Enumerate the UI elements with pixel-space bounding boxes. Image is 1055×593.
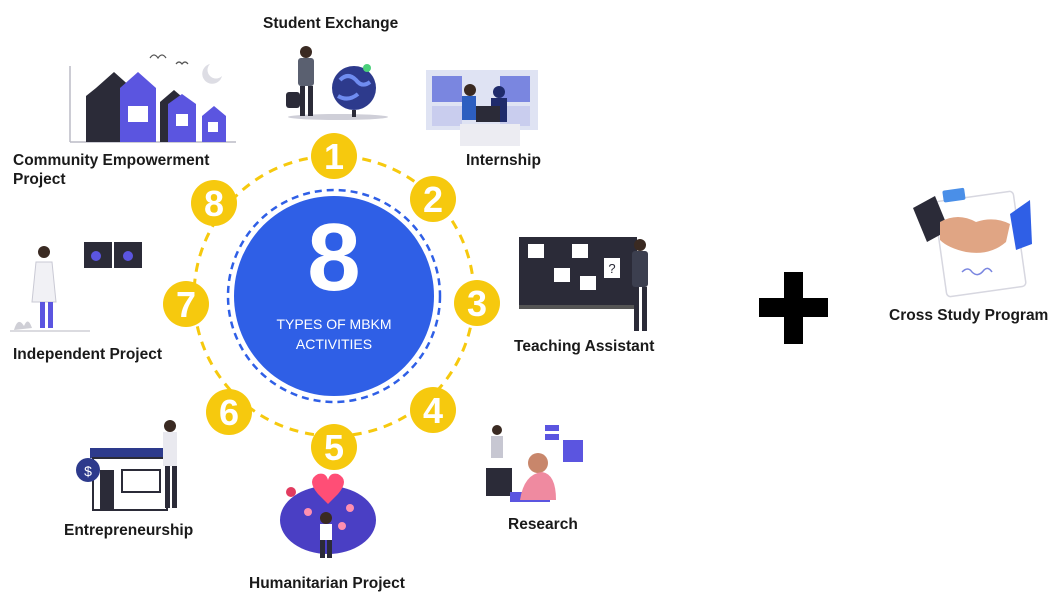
label-independent-project: Independent Project — [13, 346, 162, 363]
student-exchange-illustration — [286, 46, 388, 120]
center-title-line2: ACTIVITIES — [295, 336, 373, 352]
svg-text:7: 7 — [176, 284, 196, 325]
label-internship: Internship — [466, 152, 541, 169]
label-community-empowerment-line1: Community Empowerment — [13, 152, 210, 169]
label-community-empowerment-line2: Project — [13, 171, 66, 188]
label-community-empowerment: Community Empowerment Project — [13, 151, 209, 189]
badge-6: 6 — [206, 389, 252, 435]
svg-text:1: 1 — [324, 136, 344, 177]
badge-7: 7 — [163, 281, 209, 327]
svg-text:8: 8 — [204, 183, 224, 224]
center-title-line1: TYPES OF MBKM — [276, 316, 392, 332]
svg-text:6: 6 — [219, 392, 239, 433]
internship-illustration — [426, 70, 538, 146]
center-inner-dashed-ring — [226, 188, 442, 404]
center-circle — [234, 196, 434, 396]
label-humanitarian-project: Humanitarian Project — [249, 575, 405, 592]
research-illustration — [486, 425, 583, 502]
independent-project-illustration — [10, 242, 142, 332]
plus-icon — [759, 272, 828, 344]
badge-2: 2 — [410, 176, 456, 222]
badge-1: 1 — [311, 133, 357, 179]
badge-5: 5 — [311, 424, 357, 470]
teaching-assistant-illustration: ? — [519, 237, 648, 331]
label-entrepreneurship: Entrepreneurship — [64, 522, 194, 539]
badge-4: 4 — [410, 387, 456, 433]
svg-text:?: ? — [608, 261, 615, 276]
label-student-exchange: Student Exchange — [263, 15, 399, 32]
center-number: 8 — [307, 204, 361, 311]
svg-text:$: $ — [84, 463, 92, 479]
label-research: Research — [508, 516, 578, 533]
svg-text:3: 3 — [467, 283, 487, 324]
badge-8: 8 — [191, 180, 237, 226]
handshake-icon — [913, 187, 1032, 298]
humanitarian-project-illustration — [280, 473, 376, 558]
label-teaching-assistant: Teaching Assistant — [514, 338, 655, 355]
badge-3: 3 — [454, 280, 500, 326]
center-title: TYPES OF MBKM ACTIVITIES — [234, 314, 434, 354]
svg-text:4: 4 — [423, 390, 443, 431]
svg-text:2: 2 — [423, 179, 443, 220]
community-empowerment-illustration — [69, 54, 236, 143]
label-cross-study-program: Cross Study Program — [889, 307, 1049, 324]
svg-text:5: 5 — [324, 427, 344, 468]
entrepreneurship-illustration: $ — [76, 420, 177, 511]
